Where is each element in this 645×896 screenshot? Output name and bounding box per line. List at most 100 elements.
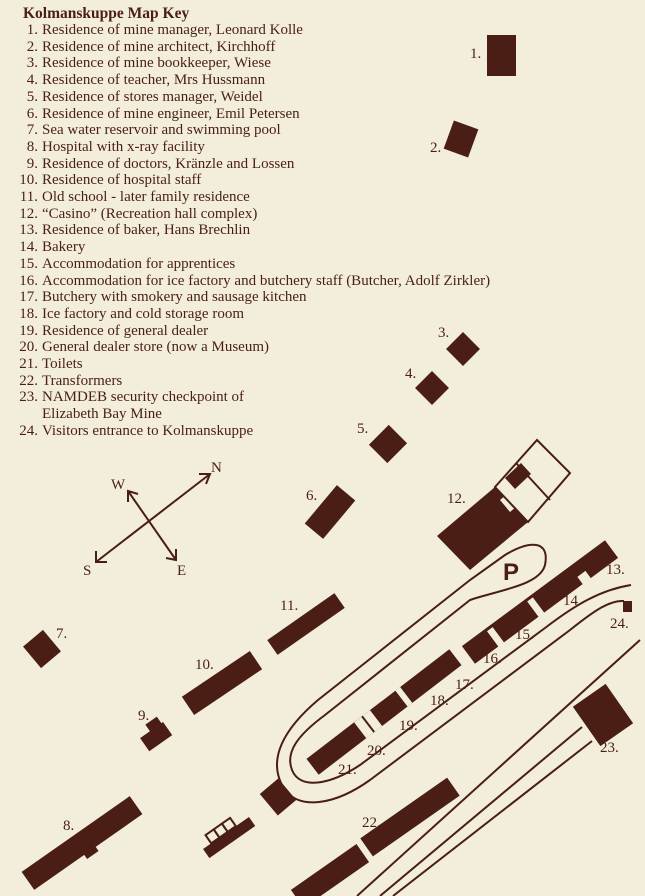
map-label-11: 11. xyxy=(280,598,298,614)
map-label-16: 16. xyxy=(483,651,502,667)
map-key-number: 16. xyxy=(19,272,38,289)
map-key-item: 20.General dealer store (now a Museum) xyxy=(0,339,490,356)
map-key-item: 15.Accommodation for apprentices xyxy=(0,256,490,273)
map-key-text: General dealer store (now a Museum) xyxy=(42,339,269,356)
building-12 xyxy=(437,438,572,570)
roads xyxy=(276,543,641,896)
map-key-number: 14. xyxy=(19,239,38,256)
map-key-text: Hospital with x-ray facility xyxy=(42,138,205,155)
building-2 xyxy=(443,120,479,158)
building-5 xyxy=(368,424,408,464)
map-key-item: 4.Residence of teacher, Mrs Hussmann xyxy=(0,72,490,89)
parking-label: P xyxy=(503,559,519,586)
map-label-22: 22. xyxy=(362,815,381,831)
map-key-item: 22.Transformers xyxy=(0,373,490,390)
map-label-15: 15. xyxy=(515,627,534,643)
map-key-item: 18.Ice factory and cold storage room xyxy=(0,306,490,323)
map-key-text: Elizabeth Bay Mine xyxy=(42,406,162,423)
map-key-text: Residence of doctors, Kränzle and Lossen xyxy=(42,155,295,172)
buildings xyxy=(21,35,634,896)
map-key-text: Residence of mine engineer, Emil Peterse… xyxy=(42,105,300,122)
map-key-list: 1.Residence of mine manager, Leonard Kol… xyxy=(0,22,490,440)
map-key-item: 13.Residence of baker, Hans Brechlin xyxy=(0,222,490,239)
map-key-text: Residence of mine bookkeeper, Wiese xyxy=(42,55,271,72)
map-key-text: “Casino” (Recreation hall complex) xyxy=(42,205,258,222)
map-key-text: Accommodation for apprentices xyxy=(42,255,236,272)
map-key-text: Residence of teacher, Mrs Hussmann xyxy=(42,72,266,89)
map-key-number: 6. xyxy=(26,105,38,122)
map-key-text: Residence of mine manager, Leonard Kolle xyxy=(42,22,303,38)
building-7 xyxy=(23,629,61,669)
map-label-5: 5. xyxy=(357,421,368,437)
building-22 xyxy=(360,777,460,857)
map-key-item: 5.Residence of stores manager, Weidel xyxy=(0,89,490,106)
building-4 xyxy=(415,371,449,405)
building-6 xyxy=(304,485,356,539)
map-key-text: Sea water reservoir and swimming pool xyxy=(42,122,281,139)
map-key-number: 9. xyxy=(26,155,38,172)
map-key-item: Elizabeth Bay Mine xyxy=(0,406,490,423)
map-label-23: 23. xyxy=(600,740,619,756)
map-key-number: 3. xyxy=(26,55,38,72)
map-key-number: 23. xyxy=(19,389,38,406)
map-key-item: 2.Residence of mine architect, Kirchhoff xyxy=(0,39,490,56)
map-label-20: 20. xyxy=(367,743,386,759)
building-small-square xyxy=(259,778,297,816)
map-key-text: NAMDEB security checkpoint of xyxy=(42,389,245,406)
map-key-number: 21. xyxy=(19,356,38,373)
map-key-number: 20. xyxy=(19,339,38,356)
compass-north: N xyxy=(211,460,222,476)
building-10 xyxy=(181,650,263,716)
map-label-13: 13. xyxy=(606,562,625,578)
road-checkpoint-a xyxy=(379,726,583,896)
map-key-number: 10. xyxy=(19,172,38,189)
map-key-text: Butchery with smokery and sausage kitche… xyxy=(42,289,307,306)
map-label-17: 17. xyxy=(455,677,474,693)
map-key-item: 7.Sea water reservoir and swimming pool xyxy=(0,122,490,139)
buildings-17-21 xyxy=(306,649,462,775)
building-1 xyxy=(487,35,516,76)
building-11 xyxy=(267,593,345,655)
compass-rose xyxy=(95,473,212,563)
building-23 xyxy=(572,683,634,747)
building-24 xyxy=(623,601,632,612)
map-key-text: Residence of baker, Hans Brechlin xyxy=(42,222,251,239)
map-label-21: 21. xyxy=(338,762,357,778)
map-key-item: 9.Residence of doctors, Kränzle and Loss… xyxy=(0,156,490,173)
map-label-19: 19. xyxy=(399,718,418,734)
map-key-text: Transformers xyxy=(42,372,123,389)
compass-east: E xyxy=(177,563,186,579)
map-key-item: 19.Residence of general dealer xyxy=(0,323,490,340)
map-key-number: 17. xyxy=(19,289,38,306)
map-key-number: 22. xyxy=(19,372,38,389)
map-label-18: 18. xyxy=(430,693,449,709)
map-key-text: Residence of stores manager, Weidel xyxy=(42,88,263,105)
map-label-8: 8. xyxy=(63,818,74,834)
map-label-24: 24. xyxy=(610,616,629,632)
map-labels: 1. 2. 3. 4. 5. 6. 7. 8. 9. 10. 11. 12. 1… xyxy=(56,46,629,834)
map-key-number: 1. xyxy=(26,22,38,38)
map-key-number: 12. xyxy=(19,205,38,222)
map-key-item: 11.Old school - later family residence xyxy=(0,189,490,206)
map-label-6: 6. xyxy=(306,488,317,504)
map-key-text: Residence of hospital staff xyxy=(42,172,202,189)
map-key-number: 5. xyxy=(26,88,38,105)
map-key-number: 13. xyxy=(19,222,38,239)
map-key-text: Old school - later family residence xyxy=(42,189,250,206)
compass-south: S xyxy=(83,563,91,579)
map-key-text: Ice factory and cold storage room xyxy=(42,305,244,322)
map-key-number: 8. xyxy=(26,138,38,155)
map-label-2: 2. xyxy=(430,140,441,156)
map-label-4: 4. xyxy=(405,366,416,382)
road-checkpoint-b xyxy=(392,740,593,896)
map-key-item: 23.NAMDEB security checkpoint of xyxy=(0,389,490,406)
map-key-number: 24. xyxy=(19,422,38,439)
compass-west: W xyxy=(111,477,126,493)
map-key-item: 21.Toilets xyxy=(0,356,490,373)
map-key-text: Toilets xyxy=(42,356,83,373)
map-key-item: 3.Residence of mine bookkeeper, Wiese xyxy=(0,55,490,72)
map-key-item: 6.Residence of mine engineer, Emil Peter… xyxy=(0,106,490,123)
building-3 xyxy=(446,332,480,366)
map-label-1: 1. xyxy=(470,46,481,62)
